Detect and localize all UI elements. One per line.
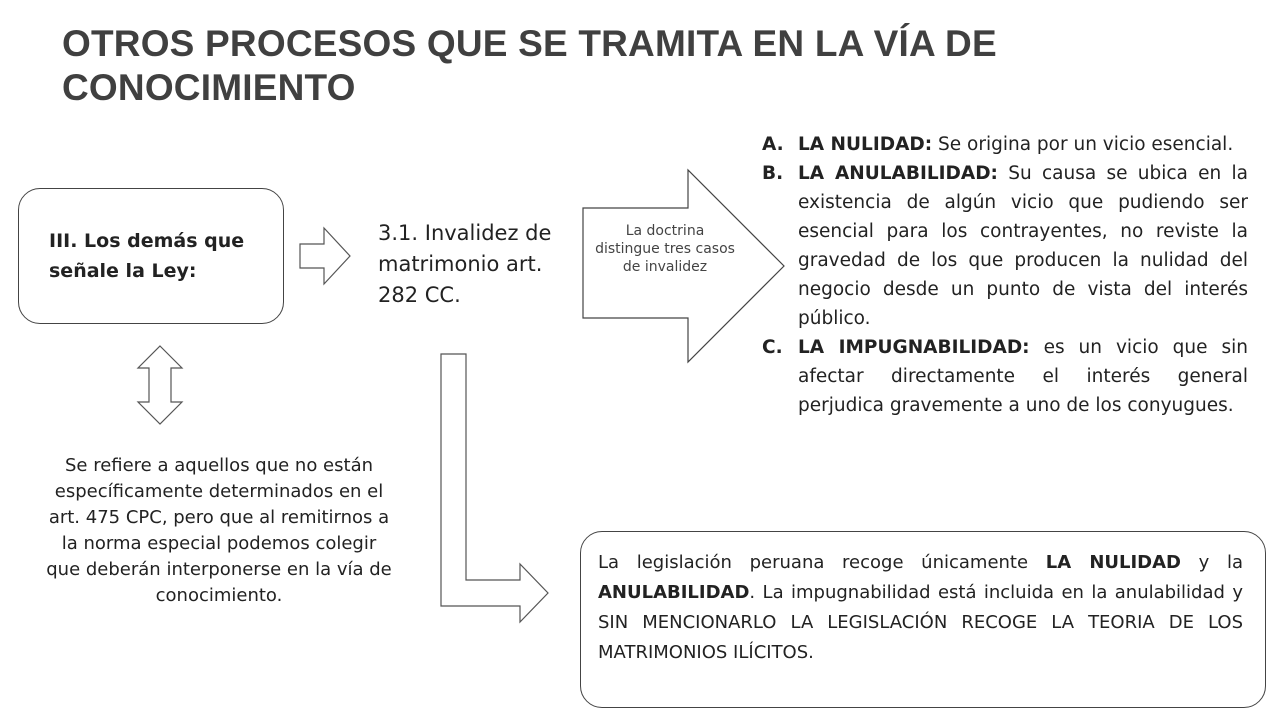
case-desc: es un vicio que sin afectar directamente… <box>798 337 1248 416</box>
case-letter: A. <box>762 134 784 155</box>
case-letter: C. <box>762 337 783 358</box>
doctrina-label: La doctrina distingue tres casos de inva… <box>595 223 735 275</box>
doctrina-pentagon <box>582 168 785 364</box>
category-description: Se refiere a aquellos que no están espec… <box>46 455 392 606</box>
category-box: III. Los demás que señale la Ley: <box>18 188 284 324</box>
double-arrow <box>136 345 184 425</box>
case-term: LA IMPUGNABILIDAD: <box>798 337 1030 358</box>
legislation-part: . La impugnabilidad está incluida en la … <box>598 582 1243 663</box>
case-term: LA NULIDAD: <box>798 134 933 155</box>
cases-list: A. LA NULIDAD: Se origina por un vicio e… <box>762 130 1248 420</box>
invalidez-heading: 3.1. Invalidez de matrimonio art. 282 CC… <box>378 221 552 307</box>
page-title: OTROS PROCESOS QUE SE TRAMITA EN LA VÍA … <box>62 23 997 108</box>
right-arrow <box>299 226 351 286</box>
case-desc: Se origina por un vicio esencial. <box>932 134 1234 155</box>
legislation-part: La legislación peruana recoge únicamente <box>598 552 1046 573</box>
case-item-impugnabilidad: C. LA IMPUGNABILIDAD: es un vicio que si… <box>762 333 1248 420</box>
case-term: LA ANULABILIDAD: <box>798 163 998 184</box>
legislation-bold: LA NULIDAD <box>1045 552 1181 573</box>
category-label: III. Los demás que señale la Ley: <box>49 230 245 282</box>
legislation-text: La legislación peruana recoge únicamente… <box>598 548 1243 668</box>
case-item-anulabilidad: B. LA ANULABILIDAD: Su causa se ubica en… <box>762 159 1248 333</box>
legislation-box: La legislación peruana recoge únicamente… <box>580 531 1266 708</box>
case-letter: B. <box>762 163 784 184</box>
legislation-part: y la <box>1181 552 1243 573</box>
case-desc: Su causa se ubica en la existencia de al… <box>798 163 1248 329</box>
legislation-bold: ANULABILIDAD <box>598 582 750 603</box>
bent-arrow <box>440 353 549 624</box>
case-item-nulidad: A. LA NULIDAD: Se origina por un vicio e… <box>762 130 1248 159</box>
